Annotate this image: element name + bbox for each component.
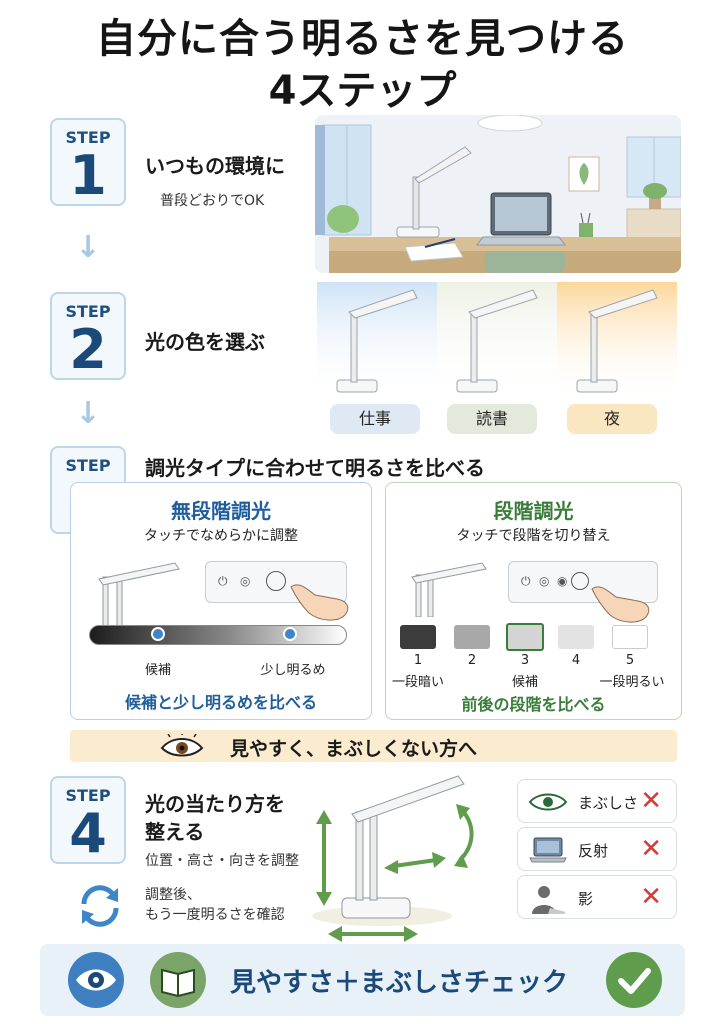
step2-number: 2 — [69, 318, 107, 381]
step1-sub: 普段どおりでOK — [160, 193, 265, 209]
eye-icon — [528, 793, 568, 811]
step4-heading-line2: 整える — [145, 820, 205, 844]
slider-marker-candidate[interactable] — [151, 627, 165, 641]
page-title: 自分に合う明るさを見つける — [96, 16, 629, 62]
level-3-number: 3 — [520, 653, 530, 668]
eye-icon — [160, 734, 204, 757]
step1-number: 1 — [69, 144, 107, 207]
footer-text: 見やすさ＋まぶしさチェック — [230, 968, 569, 998]
book-icon — [150, 952, 206, 1008]
adjust-lamp-illustration — [312, 775, 474, 942]
step4-note-line1: 調整後、 — [145, 887, 201, 903]
tip-banner: 見やすく、まぶしくない方へ — [70, 730, 677, 762]
stepped-compare: 前後の段階を比べる — [461, 695, 606, 714]
color-lamps-illustration — [315, 282, 681, 400]
room-illustration — [315, 115, 681, 273]
step4-badge: STEP 4 — [50, 776, 126, 864]
refresh-icon — [81, 885, 119, 927]
color-icon: ◎ — [240, 574, 251, 588]
stepless-touch-panel[interactable]: ⏻ ◎ — [205, 561, 347, 603]
level-candidate-caption: 候補 — [511, 675, 538, 690]
level-1-swatch[interactable] — [400, 625, 436, 649]
brightness-icon: ◉ — [557, 574, 568, 588]
stepless-panel: 無段階調光 タッチでなめらかに調整 ⏻ ◎ 候補 少し明るめ 候補と少し明るめを… — [70, 482, 372, 720]
check-glare[interactable]: まぶしさ ✕ — [517, 779, 677, 823]
level-5-number: 5 — [625, 653, 635, 668]
power-icon: ⏻ — [521, 574, 531, 588]
stepless-compare: 候補と少し明るめを比べる — [124, 693, 317, 712]
page-subtitle: 4ステップ — [268, 68, 457, 114]
footer-bar: 見やすさ＋まぶしさチェック — [40, 944, 685, 1016]
mode-reading[interactable]: 読書 — [447, 404, 537, 434]
slider-marker-brighter[interactable] — [283, 627, 297, 641]
stepless-lamp-icon — [98, 562, 180, 627]
down-arrow-2: ↓ — [75, 396, 101, 431]
person-shadow-icon — [532, 886, 566, 914]
check-reflection[interactable]: 反射 ✕ — [517, 827, 677, 871]
level-darker-caption: 一段暗い — [391, 675, 444, 690]
cross-icon: ✕ — [640, 882, 662, 912]
level-4-swatch[interactable] — [558, 625, 594, 649]
level-5-swatch[interactable] — [612, 625, 648, 649]
check-glare-label: まぶしさ — [578, 794, 639, 812]
mode-night[interactable]: 夜 — [567, 404, 657, 434]
cross-icon: ✕ — [640, 786, 662, 816]
step4-sub: 位置・高さ・向きを調整 — [145, 853, 299, 869]
level-1-number: 1 — [413, 653, 423, 668]
step4-note-line2: もう一度明るさを確認 — [145, 907, 285, 923]
stepped-title: 段階調光 — [493, 499, 574, 523]
checkmark-icon — [606, 952, 662, 1008]
eye-icon — [68, 952, 124, 1008]
step1-label: STEP — [65, 128, 111, 147]
mode-work[interactable]: 仕事 — [330, 404, 420, 434]
step4-heading-line1: 光の当たり方を — [145, 792, 285, 816]
check-reflection-label: 反射 — [578, 842, 609, 860]
step1-heading: いつもの環境に — [145, 154, 285, 178]
level-4-number: 4 — [571, 653, 581, 668]
step4-label: STEP — [65, 786, 111, 805]
step1-badge: STEP 1 — [50, 118, 126, 206]
step2-label: STEP — [65, 302, 111, 321]
level-2-swatch[interactable] — [454, 625, 490, 649]
stepless-title: 無段階調光 — [171, 499, 271, 523]
step4-number: 4 — [69, 802, 107, 865]
stepped-sub: タッチで段階を切り替え — [456, 528, 611, 544]
step-button-icon[interactable] — [571, 572, 589, 590]
level-brighter-caption: 一段明るい — [599, 675, 665, 690]
power-icon: ⏻ — [218, 574, 228, 588]
stepped-lamp-icon — [411, 562, 487, 617]
stepped-panel: 段階調光 タッチで段階を切り替え ⏻ ◎ ◉ 1 2 3 4 5 一段暗い 候補… — [385, 482, 682, 720]
dimmer-ring-icon[interactable] — [266, 571, 286, 591]
tip-banner-text: 見やすく、まぶしくない方へ — [230, 738, 478, 760]
finger-touch-icon — [290, 584, 349, 621]
marker-candidate-label: 候補 — [144, 663, 171, 678]
color-icon: ◎ — [539, 574, 550, 588]
cross-icon: ✕ — [640, 834, 662, 864]
step3-label: STEP — [65, 456, 111, 475]
brightness-slider[interactable] — [89, 625, 347, 645]
level-3-swatch[interactable] — [506, 623, 544, 651]
finger-touch-icon — [591, 586, 650, 623]
step2-badge: STEP 2 — [50, 292, 126, 380]
down-arrow-1: ↓ — [75, 230, 101, 265]
stepped-touch-panel[interactable]: ⏻ ◎ ◉ — [508, 561, 658, 603]
marker-brighter-label: 少し明るめ — [260, 663, 326, 678]
step2-heading: 光の色を選ぶ — [145, 330, 265, 354]
check-shadow[interactable]: 影 ✕ — [517, 875, 677, 919]
laptop-icon — [529, 837, 567, 863]
check-shadow-label: 影 — [578, 890, 594, 908]
stepless-sub: タッチでなめらかに調整 — [144, 528, 298, 544]
step3-heading: 調光タイプに合わせて明るさを比べる — [145, 456, 485, 480]
level-2-number: 2 — [467, 653, 477, 668]
